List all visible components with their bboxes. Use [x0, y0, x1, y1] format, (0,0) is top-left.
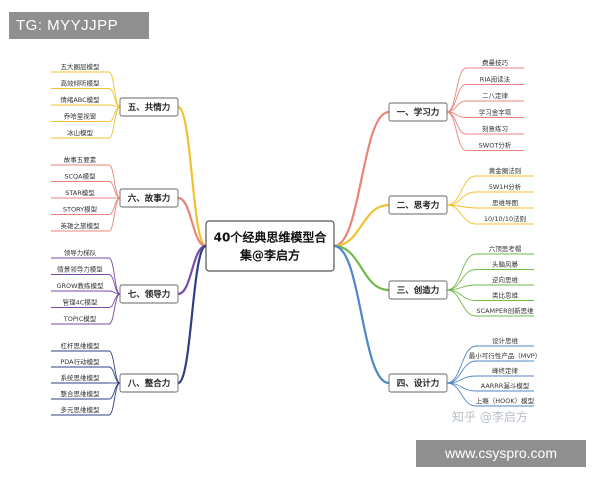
leaf-story: STORY模型 [63, 205, 98, 214]
leaf-learning: 学习金字塔 [479, 108, 512, 117]
leaf-learning: SWOT分析 [479, 141, 512, 150]
connector-thinking [332, 203, 391, 248]
connector-design [332, 244, 391, 385]
leaf-learning: RIA阅读法 [480, 75, 511, 84]
leaf-connector-learning [446, 84, 467, 113]
leaf-connector-integration [108, 382, 121, 416]
category-label-leadership: 七、领导力 [128, 289, 171, 300]
category-leadership: 七、领导力 [119, 284, 179, 304]
category-label-learning: 一、学习力 [397, 107, 440, 118]
leaf-thinking: 5W1H分析 [489, 182, 522, 191]
connector-story [176, 196, 208, 248]
leaf-connector-design [446, 382, 477, 407]
leaf-empathy: 乔哈里视窗 [64, 112, 97, 121]
leaf-connector-creativity [446, 253, 477, 291]
leaf-creativity: SCAMPER创新思维 [476, 306, 534, 315]
leaf-thinking: 黄金圈法则 [489, 166, 522, 175]
leaf-design: 设计思维 [492, 336, 519, 345]
category-label-integration: 八、整合力 [127, 378, 171, 389]
leaf-story: 故事五要素 [64, 155, 97, 164]
leaf-connector-thinking [446, 204, 477, 225]
category-label-design: 四、设计力 [397, 378, 440, 389]
leaf-leadership: 情景领导力模型 [57, 265, 103, 274]
leaf-learning: 刻意练习 [482, 124, 508, 133]
category-label-thinking: 二、思考力 [397, 200, 440, 211]
leaf-connector-leadership [108, 293, 121, 325]
leaf-leadership: TOPIC模型 [63, 314, 97, 323]
category-design: 四、设计力 [388, 373, 448, 393]
leaf-learning: 费曼技巧 [482, 58, 509, 67]
center-title-line1: 40个经典思维模型合 [214, 230, 328, 245]
category-empathy: 五、共情力 [119, 97, 179, 117]
leaf-connector-creativity [446, 289, 477, 317]
leaf-design: 峰终定律 [492, 366, 519, 375]
watermark-zhihu: 知乎 @李启方 [452, 410, 528, 424]
category-thinking: 二、思考力 [388, 195, 448, 215]
category-learning: 一、学习力 [388, 102, 448, 122]
leaf-design: AARRR漏斗模型 [481, 381, 530, 390]
leaf-connector-empathy [108, 88, 121, 108]
leaf-connector-integration [108, 350, 121, 384]
watermark-url: www.csyspro.com [416, 440, 586, 467]
watermark-tag: TG: MYYJJPP [9, 12, 149, 39]
leaf-empathy: 情绪ABC模型 [60, 95, 100, 104]
leaf-creativity: 六顶思考帽 [489, 244, 522, 253]
leaf-story: 英雄之旅模型 [61, 221, 101, 230]
leaf-connector-leadership [108, 274, 121, 295]
leaf-connector-creativity [446, 289, 477, 301]
leaf-story: SCQA模型 [64, 172, 96, 181]
leaf-connector-design [446, 360, 477, 384]
leaf-creativity: 头脑风暴 [492, 260, 519, 269]
leaf-creativity: 逆向思维 [492, 275, 519, 284]
leaf-leadership: 领导力梯队 [64, 248, 97, 257]
leaf-connector-thinking [446, 175, 477, 206]
leaf-design: 最小可行性产品（MVP） [469, 351, 541, 360]
leaf-connector-learning [446, 67, 467, 113]
center-title-line2: 集@李启方 [239, 248, 300, 263]
leaf-connector-story [108, 197, 121, 232]
center-node: 40个经典思维模型合 集@李启方 [205, 220, 335, 272]
category-label-empathy: 五、共情力 [128, 102, 171, 113]
leaf-connector-empathy [108, 106, 121, 139]
category-label-story: 六、故事力 [128, 193, 171, 204]
connector-empathy [176, 105, 208, 248]
leaf-connector-creativity [446, 269, 477, 291]
leaf-empathy: 冰山模型 [67, 128, 94, 137]
leaf-integration: 多元思维模型 [61, 405, 101, 414]
leaf-connector-design [446, 345, 477, 384]
leaf-connector-learning [446, 111, 467, 151]
leaf-connector-integration [108, 366, 121, 384]
leaf-integration: 杠杆思维模型 [61, 341, 101, 350]
leaf-learning: 二八定律 [482, 91, 509, 100]
connector-integration [176, 244, 208, 385]
leaf-empathy: 高效倾听模型 [61, 79, 101, 88]
connector-creativity [332, 244, 391, 292]
leaf-connector-story [108, 164, 121, 199]
leaf-leadership: 管理4C模型 [63, 298, 98, 307]
connector-learning [332, 110, 391, 248]
leaf-design: 上瘾（HOOK）模型 [476, 396, 535, 405]
leaf-integration: 整合思维模型 [61, 389, 101, 398]
leaf-leadership: GROW教练模型 [56, 281, 104, 290]
mind-map-connectors [51, 67, 534, 416]
leaf-empathy: 五大圈层模型 [61, 62, 101, 71]
leaf-connector-story [108, 181, 121, 199]
leaf-connector-thinking [446, 191, 477, 206]
leaf-integration: PDA行动模型 [60, 357, 100, 366]
leaf-integration: 系统思维模型 [61, 373, 101, 382]
leaf-thinking: 思维导图 [492, 198, 518, 207]
leaf-thinking: 10/10/10法则 [484, 214, 526, 223]
leaf-story: STAR模型 [65, 188, 95, 197]
category-story: 六、故事力 [119, 188, 179, 208]
category-label-creativity: 三、创造力 [397, 285, 440, 296]
leaf-creativity: 类比思维 [492, 291, 519, 300]
category-integration: 八、整合力 [119, 373, 179, 393]
category-creativity: 三、创造力 [388, 280, 448, 300]
